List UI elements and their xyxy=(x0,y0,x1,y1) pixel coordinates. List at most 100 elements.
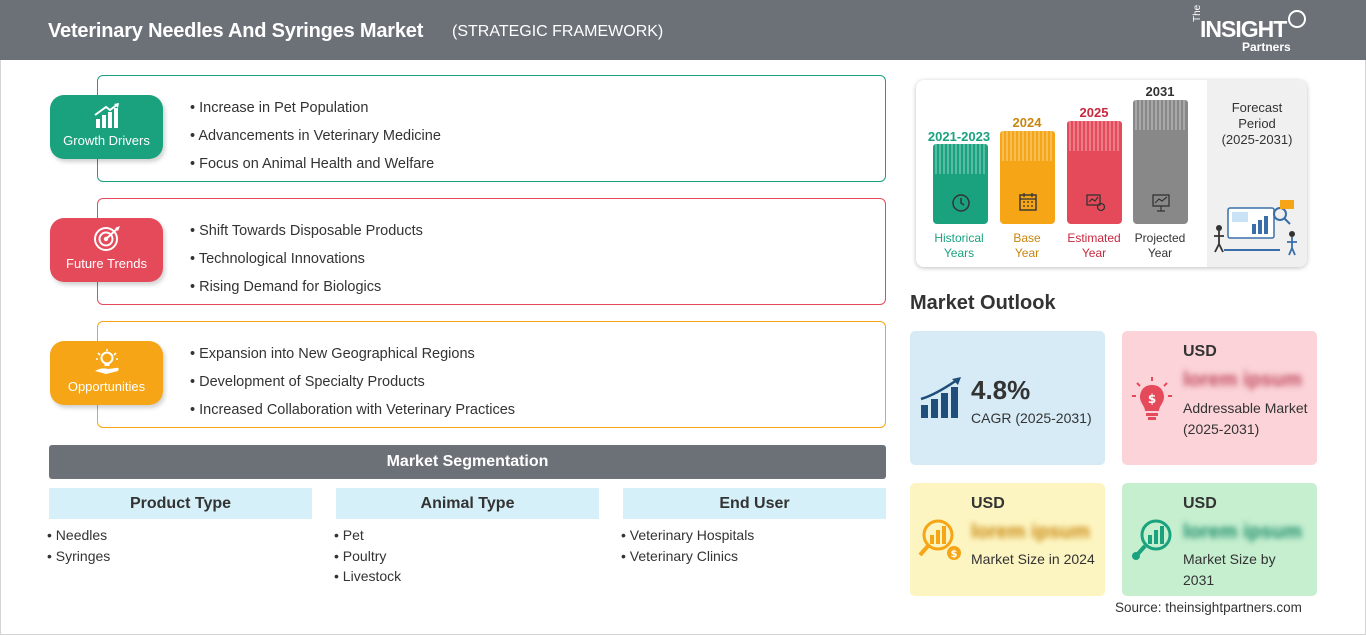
growth-drivers-badge: Growth Drivers xyxy=(50,95,163,159)
caption-line: Historical xyxy=(934,231,984,245)
segment-product-type-header: Product Type xyxy=(49,488,312,519)
list-item: Veterinary Clinics xyxy=(621,546,754,567)
list-item: Syringes xyxy=(47,546,110,567)
source-link[interactable]: Source: theinsightpartners.com xyxy=(1115,600,1302,615)
bar-stripes xyxy=(935,144,985,174)
future-trends-badge: Future Trends xyxy=(50,218,163,282)
timeline-card: Forecast Period (2025-2031) 2021-2023 Hi… xyxy=(916,80,1307,267)
bar-stripes xyxy=(1002,131,1052,161)
list-item: Veterinary Hospitals xyxy=(621,525,755,546)
timeline-bar-projected xyxy=(1133,100,1188,224)
list-item: Rising Demand for Biologics xyxy=(190,273,423,301)
growth-drivers-list: Increase in Pet Population Advancements … xyxy=(190,94,441,178)
list-item: Poultry xyxy=(334,546,401,567)
segment-product-type-list: Needles Syringes xyxy=(47,525,110,566)
timeline-year-estimated: 2025 xyxy=(1079,105,1109,120)
timeline-year-projected: 2031 xyxy=(1145,84,1175,99)
size-2031-usd: USD xyxy=(1183,495,1217,512)
list-item: Pet xyxy=(334,525,401,546)
market-size-2031-card: USD lorem ipsum Market Size by 2031 xyxy=(1122,483,1317,596)
future-trends-panel: Shift Towards Disposable Products Techno… xyxy=(97,198,886,305)
money-magnifier-icon: $ xyxy=(918,519,961,560)
logo-insight: INSIGHT xyxy=(1200,16,1287,42)
opportunities-list: Expansion into New Geographical Regions … xyxy=(190,340,515,424)
list-item: Advancements in Veterinary Medicine xyxy=(190,122,441,150)
timeline-year-base: 2024 xyxy=(1012,115,1042,130)
size-2024-value: lorem ipsum xyxy=(971,521,1090,543)
bar-chart-growth-icon xyxy=(94,103,119,128)
growth-drivers-panel: Increase in Pet Population Advancements … xyxy=(97,75,886,182)
opportunities-panel: Expansion into New Geographical Regions … xyxy=(97,321,886,428)
presentation-icon xyxy=(1152,194,1170,212)
list-item: Focus on Animal Health and Welfare xyxy=(190,150,441,178)
timeline-bar-estimated xyxy=(1067,121,1122,224)
market-segmentation-header: Market Segmentation xyxy=(49,445,886,479)
size-2031-value: lorem ipsum xyxy=(1183,521,1302,543)
list-item: Technological Innovations xyxy=(190,245,423,273)
gear-chart-icon xyxy=(1086,194,1106,212)
page-subtitle: (STRATEGIC FRAMEWORK) xyxy=(452,23,664,40)
bar-stripes xyxy=(1069,121,1119,151)
growth-drivers-label: Growth Drivers xyxy=(63,133,150,148)
future-trends-list: Shift Towards Disposable Products Techno… xyxy=(190,217,423,301)
list-item: Shift Towards Disposable Products xyxy=(190,217,423,245)
timeline-caption-historical: Historical Years xyxy=(919,231,999,260)
addressable-value: lorem ipsum xyxy=(1183,369,1302,391)
opportunities-badge: Opportunities xyxy=(50,341,163,405)
analytics-people-illustration-icon xyxy=(1214,200,1297,256)
calendar-icon xyxy=(1019,193,1037,211)
cagr-label: CAGR (2025-2031) xyxy=(971,410,1092,426)
lightbulb-hand-icon xyxy=(95,349,119,374)
growth-bar-chart-icon xyxy=(920,377,961,418)
list-item: Needles xyxy=(47,525,110,546)
idea-dollar-icon: $ xyxy=(1132,377,1172,420)
svg-text:$: $ xyxy=(1148,392,1156,406)
addressable-label: Addressable Market (2025-2031) xyxy=(1183,400,1308,437)
timeline-caption-estimated: Estimated Year xyxy=(1054,231,1134,260)
timeline-bar-base xyxy=(1000,131,1055,224)
size-2024-usd: USD xyxy=(971,495,1005,512)
size-2031-label: Market Size by 2031 xyxy=(1183,551,1276,588)
insight-partners-logo[interactable]: The INSIGHT Partners xyxy=(1192,5,1312,54)
caption-line: Year xyxy=(1081,245,1107,260)
logo-partners: Partners xyxy=(1242,40,1291,54)
market-outlook-title: Market Outlook xyxy=(910,292,1056,314)
segment-animal-type-header: Animal Type xyxy=(336,488,599,519)
logo-circle-icon xyxy=(1288,10,1306,28)
forecast-period-label: Forecast Period xyxy=(1231,100,1283,131)
list-item: Expansion into New Geographical Regions xyxy=(190,340,515,368)
history-clock-icon xyxy=(952,194,970,212)
cagr-card: 4.8% CAGR (2025-2031) xyxy=(910,331,1105,465)
caption-line: Estimated xyxy=(1067,231,1121,245)
timeline-year-historical: 2021-2023 xyxy=(927,129,991,144)
list-item: Development of Specialty Products xyxy=(190,368,515,396)
forecast-period-years: (2025-2031) xyxy=(1221,132,1293,147)
caption-line: Year xyxy=(1147,245,1173,260)
addressable-market-card: $ USD lorem ipsum Addressable Market (20… xyxy=(1122,331,1317,465)
segment-end-user-list: Veterinary Hospitals Veterinary Clinics xyxy=(621,525,755,567)
market-size-2024-card: $ USD lorem ipsum Market Size in 2024 xyxy=(910,483,1105,596)
header-bar: Veterinary Needles And Syringes Market (… xyxy=(0,0,1366,60)
caption-line: Base xyxy=(1013,231,1041,245)
bar-stripes xyxy=(1135,100,1185,130)
caption-line: Projected xyxy=(1134,231,1186,245)
target-icon xyxy=(94,226,120,251)
timeline-caption-projected: Projected Year xyxy=(1120,231,1200,260)
list-item: Livestock xyxy=(334,566,401,587)
growth-magnifier-icon xyxy=(1132,519,1172,560)
opportunities-label: Opportunities xyxy=(67,379,146,394)
size-2024-label: Market Size in 2024 xyxy=(971,551,1095,567)
caption-line: Year xyxy=(1014,245,1040,260)
caption-line: Years xyxy=(943,245,975,260)
addressable-usd: USD xyxy=(1183,343,1217,360)
cagr-value: 4.8% xyxy=(971,375,1031,405)
future-trends-label: Future Trends xyxy=(66,256,147,271)
list-item: Increase in Pet Population xyxy=(190,94,441,122)
segment-end-user-header: End User xyxy=(623,488,886,519)
segment-animal-type-list: Pet Poultry Livestock xyxy=(334,525,401,587)
page-title: Veterinary Needles And Syringes Market xyxy=(48,20,424,42)
list-item: Increased Collaboration with Veterinary … xyxy=(190,396,515,424)
svg-text:$: $ xyxy=(951,549,958,560)
timeline-caption-base: Base Year xyxy=(987,231,1067,260)
timeline-bar-historical xyxy=(933,144,988,224)
